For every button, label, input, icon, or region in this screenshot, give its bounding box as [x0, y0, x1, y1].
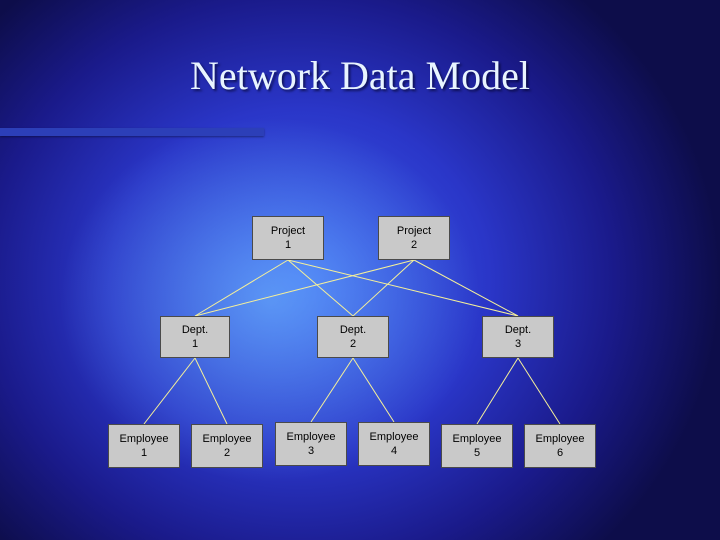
node-label: Employee: [286, 431, 336, 443]
node-number: 4: [390, 445, 398, 457]
link-project-2-dept-3: [413, 259, 519, 317]
node-label: Employee: [119, 433, 169, 445]
link-project-2-dept-1: [194, 259, 415, 317]
node-label: Dept.: [339, 324, 367, 336]
node-label: Employee: [535, 433, 585, 445]
node-number: 6: [556, 447, 564, 459]
dept-node: Dept. 2: [317, 316, 389, 358]
employee-node: Employee 6: [524, 424, 596, 468]
node-number: 1: [191, 338, 199, 350]
link-dept-2-employee-4: [352, 357, 395, 423]
node-number: 2: [349, 338, 357, 350]
node-label: Project: [270, 225, 306, 237]
link-dept-2-employee-3: [310, 357, 354, 423]
employee-node: Employee 5: [441, 424, 513, 468]
node-number: 2: [223, 447, 231, 459]
node-number: 3: [307, 445, 315, 457]
project-node: Project 1: [252, 216, 324, 260]
node-number: 5: [473, 447, 481, 459]
node-label: Dept.: [181, 324, 209, 336]
project-node: Project 2: [378, 216, 450, 260]
link-project-1-dept-1: [194, 259, 289, 317]
slide-title: Network Data Model: [190, 53, 530, 98]
node-label: Dept.: [504, 324, 532, 336]
node-label: Employee: [202, 433, 252, 445]
node-label: Employee: [452, 433, 502, 445]
link-project-1-dept-2: [287, 259, 354, 317]
link-dept-1-employee-1: [143, 357, 196, 425]
link-project-1-dept-3: [287, 259, 519, 317]
dept-node: Dept. 1: [160, 316, 230, 358]
employee-node: Employee 3: [275, 422, 347, 466]
node-number: 2: [410, 239, 418, 251]
employee-node: Employee 2: [191, 424, 263, 468]
node-label: Employee: [369, 431, 419, 443]
employee-node: Employee 4: [358, 422, 430, 466]
node-number: 1: [284, 239, 292, 251]
link-dept-3-employee-5: [476, 357, 519, 425]
employee-node: Employee 1: [108, 424, 180, 468]
node-label: Project: [396, 225, 432, 237]
dept-node: Dept. 3: [482, 316, 554, 358]
node-number: 3: [514, 338, 522, 350]
link-project-2-dept-2: [352, 259, 415, 317]
title-accent-bar: [0, 128, 264, 136]
link-dept-3-employee-6: [517, 357, 561, 425]
node-number: 1: [140, 447, 148, 459]
link-dept-1-employee-2: [194, 357, 228, 425]
